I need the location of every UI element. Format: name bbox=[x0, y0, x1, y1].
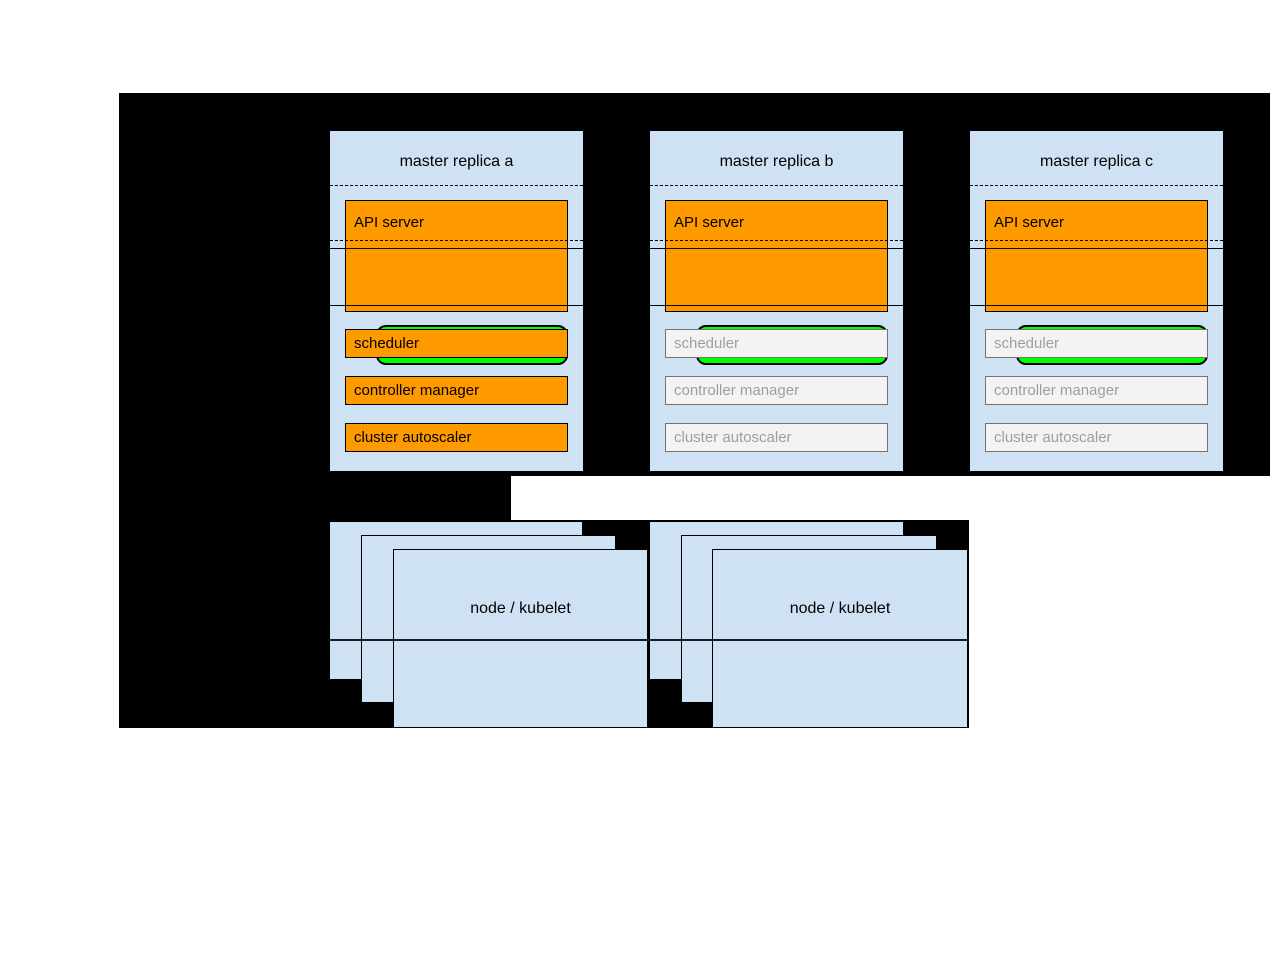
dashed-separator-top bbox=[970, 185, 1223, 186]
cluster-autoscaler-row: cluster autoscaler bbox=[665, 423, 888, 452]
controller-manager-row: controller manager bbox=[985, 376, 1208, 405]
controller-manager-row: controller manager bbox=[665, 376, 888, 405]
api-server-label: API server bbox=[354, 214, 425, 231]
dashed-separator-mid bbox=[650, 240, 903, 241]
layer-line-upper bbox=[970, 248, 1223, 249]
replica-title: master replica c bbox=[1040, 153, 1153, 170]
scheduler-row: scheduler bbox=[345, 329, 568, 358]
dashed-separator-top bbox=[650, 185, 903, 186]
background-panel-left-band bbox=[119, 476, 511, 520]
node-label: node / kubelet bbox=[470, 600, 571, 617]
node-stack-divider bbox=[649, 639, 969, 641]
master-replica-b-box: master replica b API server etcd schedul… bbox=[649, 130, 904, 472]
api-server-box: API server etcd bbox=[985, 200, 1208, 365]
api-server-label: API server bbox=[994, 214, 1065, 231]
dashed-separator-mid bbox=[970, 240, 1223, 241]
dashed-separator-mid bbox=[330, 240, 583, 241]
cluster-autoscaler-row: cluster autoscaler bbox=[985, 423, 1208, 452]
node-box-front: node / kubelet bbox=[712, 549, 968, 728]
node-box-front: node / kubelet bbox=[393, 549, 648, 728]
layer-line-lower bbox=[330, 305, 583, 306]
scheduler-row: scheduler bbox=[665, 329, 888, 358]
master-replica-c-box: master replica c API server etcd schedul… bbox=[969, 130, 1224, 472]
replica-title: master replica a bbox=[399, 153, 514, 170]
master-replica-a-box: master replica a API server etcd schedul… bbox=[329, 130, 584, 472]
node-label: node / kubelet bbox=[789, 600, 891, 617]
dashed-separator-top bbox=[330, 185, 583, 186]
scheduler-row: scheduler bbox=[985, 329, 1208, 358]
replica-title: master replica b bbox=[719, 153, 834, 170]
controller-manager-row: controller manager bbox=[345, 376, 568, 405]
layer-line-upper bbox=[650, 248, 903, 249]
layer-line-lower bbox=[970, 305, 1223, 306]
layer-line-upper bbox=[330, 248, 583, 249]
layer-line-lower bbox=[650, 305, 903, 306]
api-server-label: API server bbox=[674, 214, 745, 231]
node-stack-divider bbox=[329, 639, 649, 641]
api-server-box: API server etcd bbox=[665, 200, 888, 365]
cluster-autoscaler-row: cluster autoscaler bbox=[345, 423, 568, 452]
api-server-box: API server etcd bbox=[345, 200, 568, 365]
